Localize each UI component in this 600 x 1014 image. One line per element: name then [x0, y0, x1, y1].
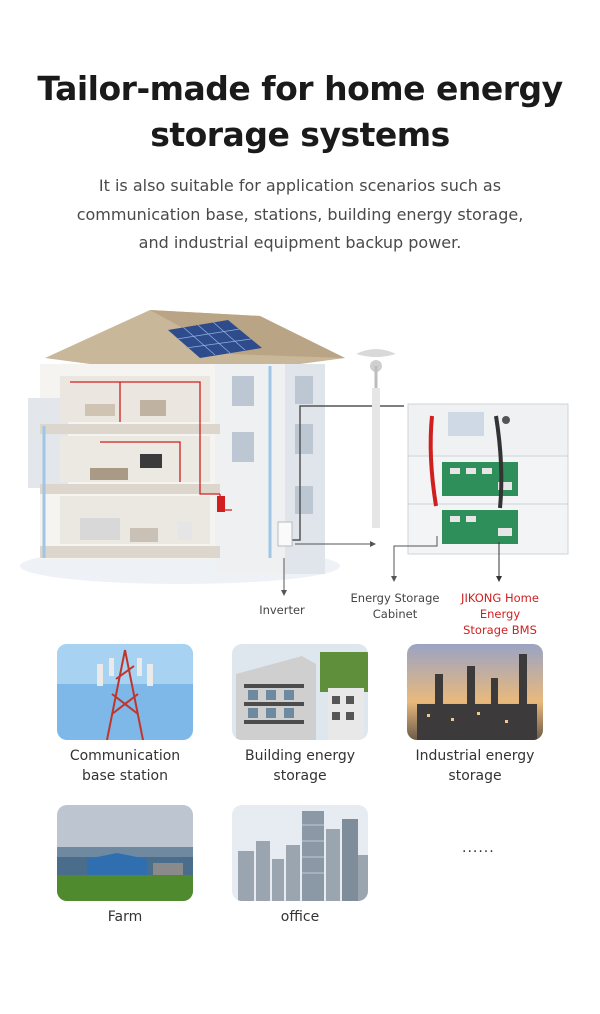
application-card[interactable]: Communication base station [57, 644, 193, 786]
street-lamp-pole [372, 388, 380, 528]
caption-line-1: office [280, 909, 320, 925]
page-subtitle: It is also suitable for application scen… [60, 172, 540, 258]
home-energy-system-illustration [20, 310, 569, 596]
industrial-plant-image [407, 644, 543, 740]
cabinet-label-line-2: Cabinet [372, 607, 418, 621]
application-card[interactable]: Farm [57, 805, 193, 927]
cabinet-label-line-1: Energy Storage [350, 591, 440, 605]
application-caption: Building energy storage [220, 746, 380, 786]
page-title-line-2: storage systems [150, 115, 450, 154]
bms-label-line-2: Storage BMS [463, 623, 537, 637]
caption-line-1: Building energy [244, 748, 356, 764]
caption-line-2: storage [448, 768, 502, 784]
caption-line-1: Communication [69, 748, 181, 764]
application-caption: Communication base station [45, 746, 205, 786]
farm-image [57, 805, 193, 901]
caption-line-1: Industrial energy [415, 748, 535, 764]
caption-line-2: storage [273, 768, 327, 784]
application-caption: office [220, 907, 380, 927]
office-skyline-image [232, 805, 368, 901]
subtitle-line-1: It is also suitable for application scen… [98, 176, 502, 195]
bms-label: JIKONG Home Energy Storage BMS [440, 590, 560, 638]
more-applications-indicator: ...... [462, 840, 495, 856]
apartment-building-image [232, 644, 368, 740]
application-caption: Industrial energy storage [395, 746, 555, 786]
bms-label-line-1: JIKONG Home Energy [461, 591, 539, 621]
application-card[interactable]: office [232, 805, 368, 927]
application-card[interactable]: Industrial energy storage [407, 644, 543, 786]
caption-line-1: Farm [107, 909, 143, 925]
application-card[interactable]: Building energy storage [232, 644, 368, 786]
subtitle-line-2: communication base, stations, building e… [76, 204, 524, 224]
energy-storage-cabinet-icon [407, 403, 569, 555]
caption-line-2: base station [81, 768, 168, 784]
inverter-label: Inverter [259, 603, 305, 617]
page-title: Tailor-made for home energy storage syst… [0, 66, 600, 158]
energy-storage-cabinet-label: Energy Storage Cabinet [350, 590, 440, 622]
subtitle-line-3: and industrial equipment backup power. [138, 233, 462, 252]
application-caption: Farm [45, 907, 205, 927]
communication-tower-image [57, 644, 193, 740]
page-title-line-1: Tailor-made for home energy [37, 69, 563, 108]
